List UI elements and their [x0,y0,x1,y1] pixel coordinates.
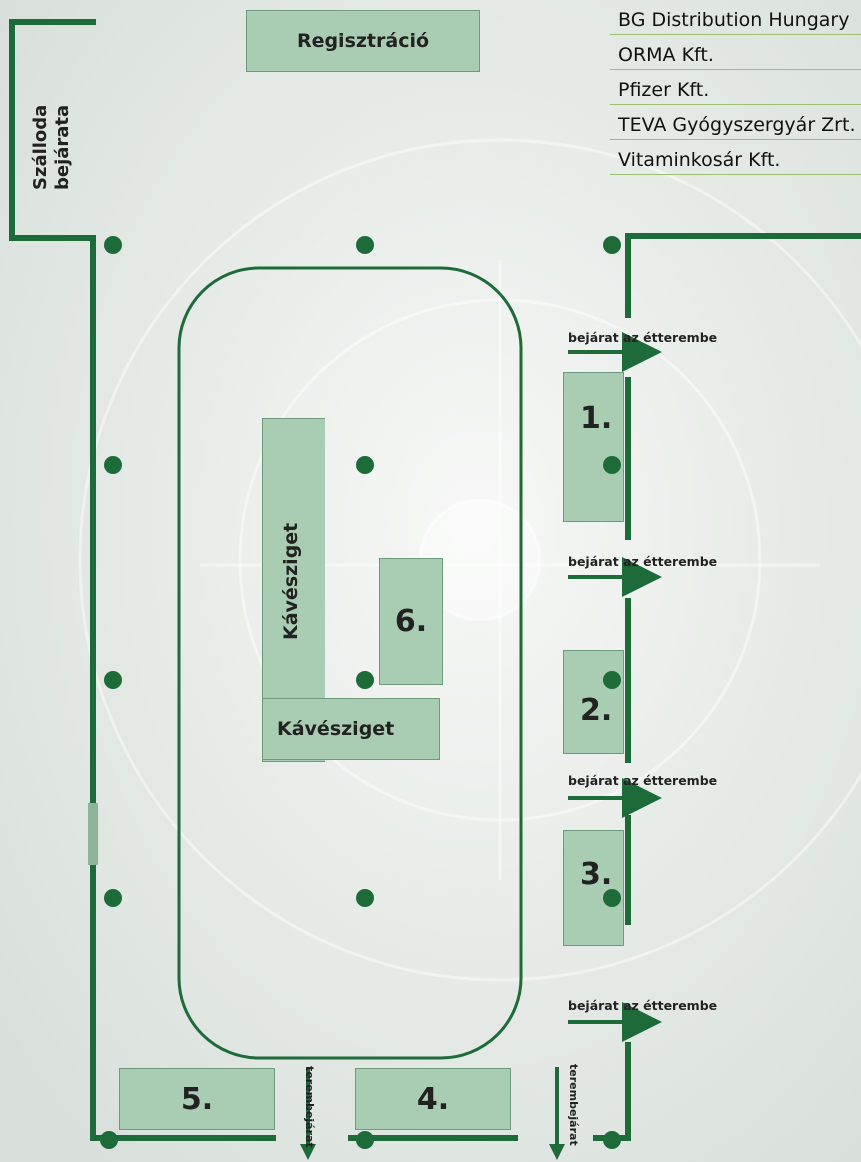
hall-entrance-label-2: terembejárat [567,1064,580,1146]
stand-5: 5. [119,1068,275,1130]
stand-5-label: 5. [180,1081,214,1117]
coffee-island-vertical-label: Kávésziget [280,522,302,640]
restaurant-entrance-label-4: bejárat az étterembe [568,998,718,1013]
company-item: BG Distribution Hungary [610,0,861,35]
company-item: TEVA Gyógyszergyár Zrt. [610,105,861,140]
stand-6: 6. [379,558,443,685]
stand-2-label: 2. [580,693,613,728]
coffee-island-horizontal: Kávésziget [262,698,440,760]
hall-arrows [300,1067,565,1160]
left-wall-gap [88,803,98,865]
inner-track [177,266,523,1060]
company-item: Vitaminkosár Kft. [610,140,861,175]
stand-4-label: 4. [416,1081,450,1117]
restaurant-arrows [568,332,662,1042]
company-item: ORMA Kft. [610,35,861,70]
stand-6-label: 6. [394,604,428,639]
registration-label: Regisztráció [296,30,430,52]
company-item: Pfizer Kft. [610,70,861,105]
hotel-entrance-line2: bejárata [52,104,73,190]
restaurant-entrance-label-2: bejárat az étterembe [568,554,718,569]
restaurant-entrance-label-1: bejárat az étterembe [568,330,718,345]
stand-1: 1. [563,372,624,522]
background-decoration [78,138,861,982]
stand-1-label: 1. [580,401,613,436]
hall-entrance-label-1: terembejárat [303,1066,316,1148]
stand-3: 3. [563,830,624,946]
stand-3-label: 3. [580,857,613,892]
hotel-entrance-label: Szálloda bejárata [30,105,74,190]
registration-desk: Regisztráció [246,10,480,72]
restaurant-entrance-label-3: bejárat az étterembe [568,773,718,788]
coffee-island-horizontal-label: Kávésziget [277,718,395,740]
stand-4: 4. [355,1068,511,1130]
stand-2: 2. [563,650,624,754]
hotel-entrance-line1: Szálloda [30,104,51,190]
company-list: BG Distribution Hungary ORMA Kft. Pfizer… [610,0,861,175]
